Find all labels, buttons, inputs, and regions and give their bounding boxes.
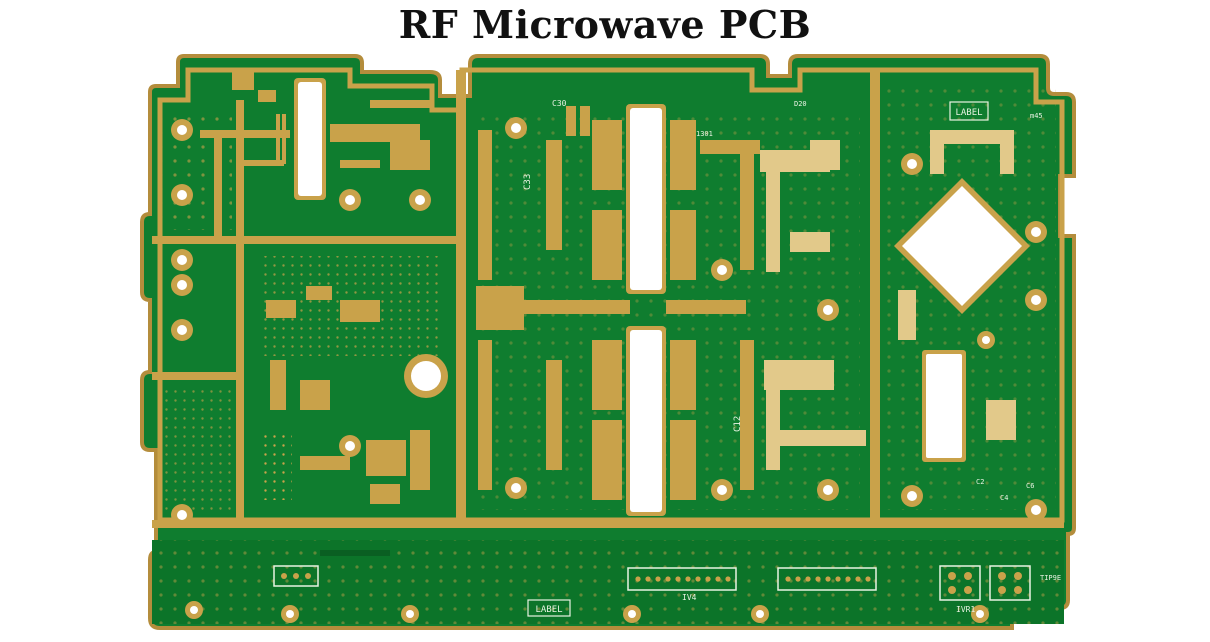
connector-pin [715, 576, 721, 582]
rf-filter-structures [760, 130, 1016, 470]
connector-pins [635, 576, 871, 582]
connector-pin [705, 576, 711, 582]
connector-pin [795, 576, 801, 582]
connector-pin [675, 576, 681, 582]
connector-pin [635, 576, 641, 582]
connector-pin [655, 576, 661, 582]
silk-label-bottom: LABEL [535, 605, 562, 615]
silkscreen: LABEL LABEL C33 C12 IV4 IVR1 TIP9E C4 C2… [523, 99, 1061, 615]
connector-pin [725, 576, 731, 582]
image-title: RF Microwave PCB [398, 2, 812, 47]
silk-ref-m45: m45 [1030, 112, 1043, 120]
connector-pin [865, 576, 871, 582]
silk-ref-c4: C4 [1000, 494, 1008, 502]
silk-ref-1301: 1301 [696, 130, 713, 138]
silk-ref-ivr1: IVR1 [956, 605, 975, 614]
connector-pin [835, 576, 841, 582]
connector-pin [685, 576, 691, 582]
connector-pin [815, 576, 821, 582]
digital-section [262, 256, 442, 504]
connector-pin [825, 576, 831, 582]
mounting-holes [171, 117, 1047, 623]
silk-label-top-right: LABEL [955, 108, 982, 118]
silk-ref-c33: C33 [523, 174, 533, 190]
silk-ref-c30: C30 [552, 99, 567, 108]
silk-ref-c6: C6 [1026, 482, 1034, 490]
silk-ref-iv4: IV4 [682, 593, 697, 602]
board-cutouts [294, 78, 1030, 516]
rf-pads [476, 106, 760, 500]
connector-pin [665, 576, 671, 582]
connector-pin [845, 576, 851, 582]
edge-connectors [273, 101, 1031, 617]
left-top-traces [200, 68, 430, 238]
connector-pin [855, 576, 861, 582]
connector-pin [805, 576, 811, 582]
connector-pin [695, 576, 701, 582]
silk-ref-d20: D20 [794, 100, 807, 108]
silk-ref-c12: C12 [733, 416, 743, 432]
connector-pin [785, 576, 791, 582]
board-gold-ring [157, 67, 1065, 523]
connector-pin [645, 576, 651, 582]
silk-ref-c2: C2 [976, 478, 984, 486]
silk-ref-tip9e: TIP9E [1040, 574, 1061, 582]
